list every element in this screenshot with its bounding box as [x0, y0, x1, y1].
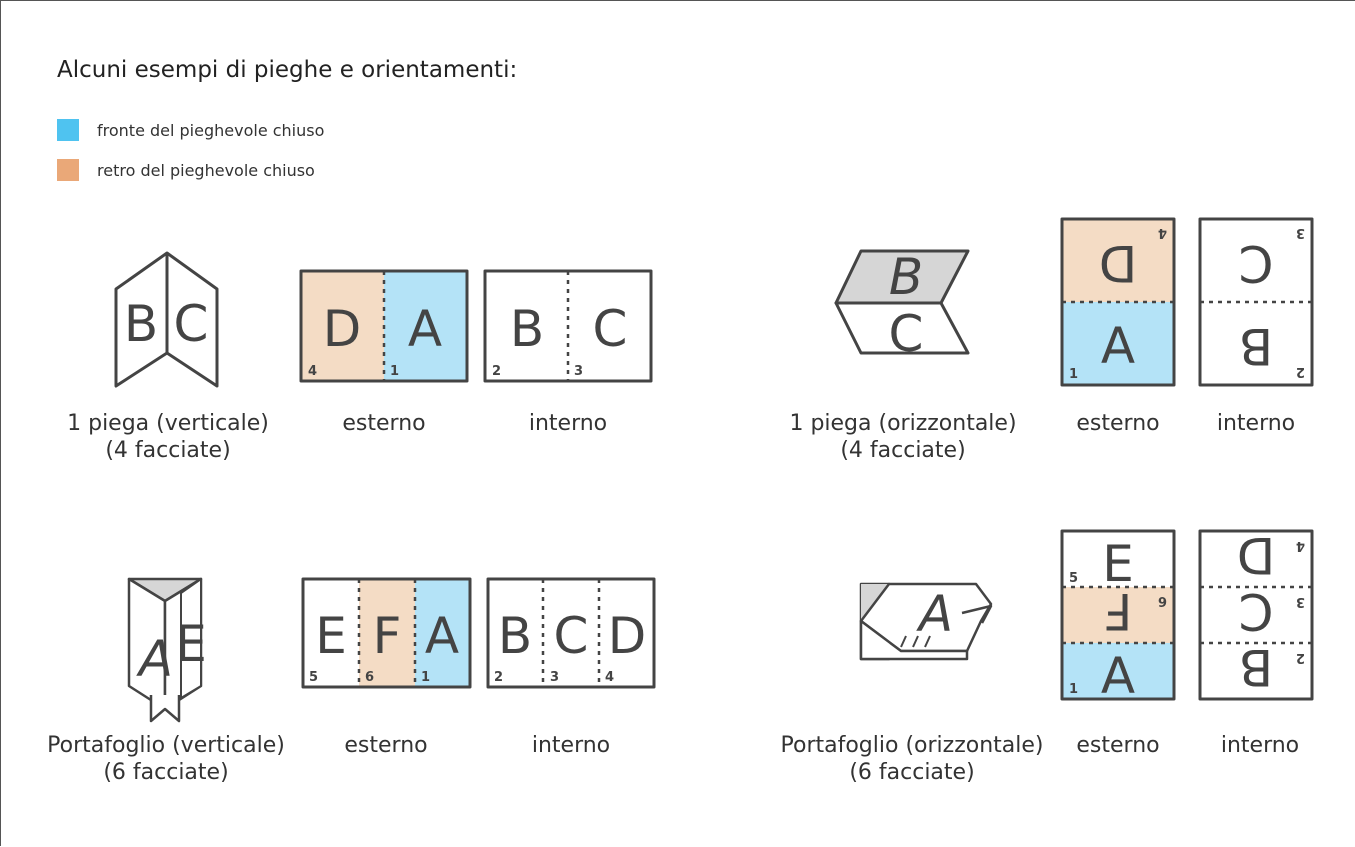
icon-letter-a: A: [916, 585, 953, 643]
icon-letter-b: B: [889, 248, 923, 306]
fold-caption-line: Portafoglio (orizzontale): [780, 733, 1044, 758]
fold-caption-line: 1 piega (orizzontale): [789, 411, 1017, 436]
panel-letter: A: [1101, 647, 1135, 705]
panel-letter: E: [1102, 535, 1134, 593]
panel-number: 3: [1296, 594, 1305, 609]
panel-number: 3: [550, 670, 559, 685]
inside-caption-3: interno: [531, 733, 611, 758]
inside-caption-2: interno: [1216, 411, 1296, 436]
fold-caption-line: Portafoglio (verticale): [47, 733, 285, 758]
panel-front: [384, 271, 467, 381]
panel-number: 2: [1296, 650, 1305, 665]
panel-number: 1: [421, 670, 430, 685]
panel-number: 6: [365, 670, 374, 685]
panel-number: 1: [390, 364, 399, 379]
panel-number: 5: [309, 670, 318, 685]
fold-caption-line: (6 facciate): [849, 760, 975, 785]
fold-caption-2: 1 piega (orizzontale) (4 facciate): [783, 410, 1023, 464]
panel-letter: A: [425, 607, 459, 665]
inside-layout-3: B C D 2 3 4: [486, 577, 656, 689]
panel-letter: F: [1104, 582, 1133, 640]
panel-number: 5: [1069, 571, 1078, 586]
legend-item-back: retro del pieghevole chiuso: [57, 159, 315, 181]
panel-letter: B: [1239, 317, 1273, 375]
icon-letter-b: B: [124, 295, 158, 353]
legend-item-front: fronte del pieghevole chiuso: [57, 119, 324, 141]
fold-caption-line: 1 piega (verticale): [67, 411, 269, 436]
icon-letter-c: C: [889, 302, 924, 360]
fold-caption-4: Portafoglio (orizzontale) (6 facciate): [767, 732, 1057, 786]
panel-letter: C: [1239, 234, 1274, 292]
outside-layout-4: E F A 5 6 1: [1060, 529, 1176, 705]
panel-letter: B: [510, 300, 544, 358]
inside-layout-4: D C B 4 3 2: [1198, 526, 1314, 701]
panel-number: 2: [1296, 364, 1305, 379]
icon-letter-e: E: [175, 615, 207, 673]
panel-front: [1062, 302, 1174, 385]
panel-letter: B: [1239, 638, 1273, 696]
icon-horizontal-fold: B C: [834, 248, 970, 360]
fold-caption-line: (4 facciate): [840, 438, 966, 463]
panel-back: [301, 271, 384, 381]
panel-number: 4: [1158, 225, 1167, 240]
fold-caption-line: (6 facciate): [103, 760, 229, 785]
fold-caption-1: 1 piega (verticale) (4 facciate): [63, 410, 273, 464]
panel-letter: C: [1239, 582, 1274, 640]
panel-number: 2: [492, 364, 501, 379]
panel-letter: C: [593, 300, 628, 358]
panel-number: 2: [494, 670, 503, 685]
inside-layout-1: B C 2 3: [483, 269, 653, 383]
panel-number: 3: [574, 364, 583, 379]
icon-vertical-fold: B C: [114, 251, 219, 388]
outside-layout-3: E F A 5 6 1: [301, 577, 472, 689]
panel-number: 6: [1158, 593, 1167, 608]
panel-number: 4: [605, 670, 614, 685]
panel-letter: E: [315, 607, 347, 665]
panel-number: 1: [1069, 367, 1078, 382]
panel-front: [415, 579, 470, 687]
legend-label-front: fronte del pieghevole chiuso: [97, 120, 325, 140]
outside-layout-2: D A 4 1: [1060, 217, 1176, 387]
panel-letter: D: [608, 607, 647, 665]
panel-letter: F: [373, 607, 402, 665]
inside-layout-2: C B 3 2: [1198, 217, 1314, 387]
panel-letter: C: [554, 607, 589, 665]
inside-caption-1: interno: [528, 411, 608, 436]
panel-letter: A: [1101, 317, 1135, 375]
outside-caption-4: esterno: [1076, 733, 1160, 758]
panel-number: 1: [1069, 682, 1078, 697]
outside-caption-1: esterno: [342, 411, 426, 436]
icon-roll-fold-horizontal: A: [859, 582, 993, 661]
icon-letter-c: C: [174, 295, 209, 353]
panel-front: [1062, 643, 1174, 699]
outside-caption-2: esterno: [1076, 411, 1160, 436]
panel-letter: D: [1099, 234, 1138, 292]
back-color-swatch: [57, 159, 79, 181]
front-color-swatch: [57, 119, 79, 141]
icon-roll-fold-vertical: A E: [127, 577, 207, 723]
outside-layout-1: D A 4 1: [299, 269, 469, 383]
panel-number: 3: [1296, 225, 1305, 240]
page-title: Alcuni esempi di pieghe e orientamenti:: [57, 57, 518, 83]
outside-caption-3: esterno: [344, 733, 428, 758]
panel-number: 4: [1296, 538, 1305, 553]
legend-label-back: retro del pieghevole chiuso: [97, 160, 315, 180]
panel-letter: A: [408, 300, 442, 358]
icon-letter-a: A: [136, 630, 173, 688]
fold-caption-line: (4 facciate): [105, 438, 231, 463]
panel-letter: B: [498, 607, 532, 665]
panel-inner: [1062, 531, 1174, 587]
panel-inner: [303, 579, 359, 687]
panel-number: 4: [308, 364, 317, 379]
panel-back: [359, 579, 415, 687]
panel-letter: D: [323, 300, 362, 358]
fold-caption-3: Portafoglio (verticale) (6 facciate): [31, 732, 301, 786]
panel-letter: D: [1237, 526, 1276, 584]
panel-back: [1062, 219, 1174, 302]
panel-back: [1062, 587, 1174, 643]
inside-caption-4: interno: [1220, 733, 1300, 758]
